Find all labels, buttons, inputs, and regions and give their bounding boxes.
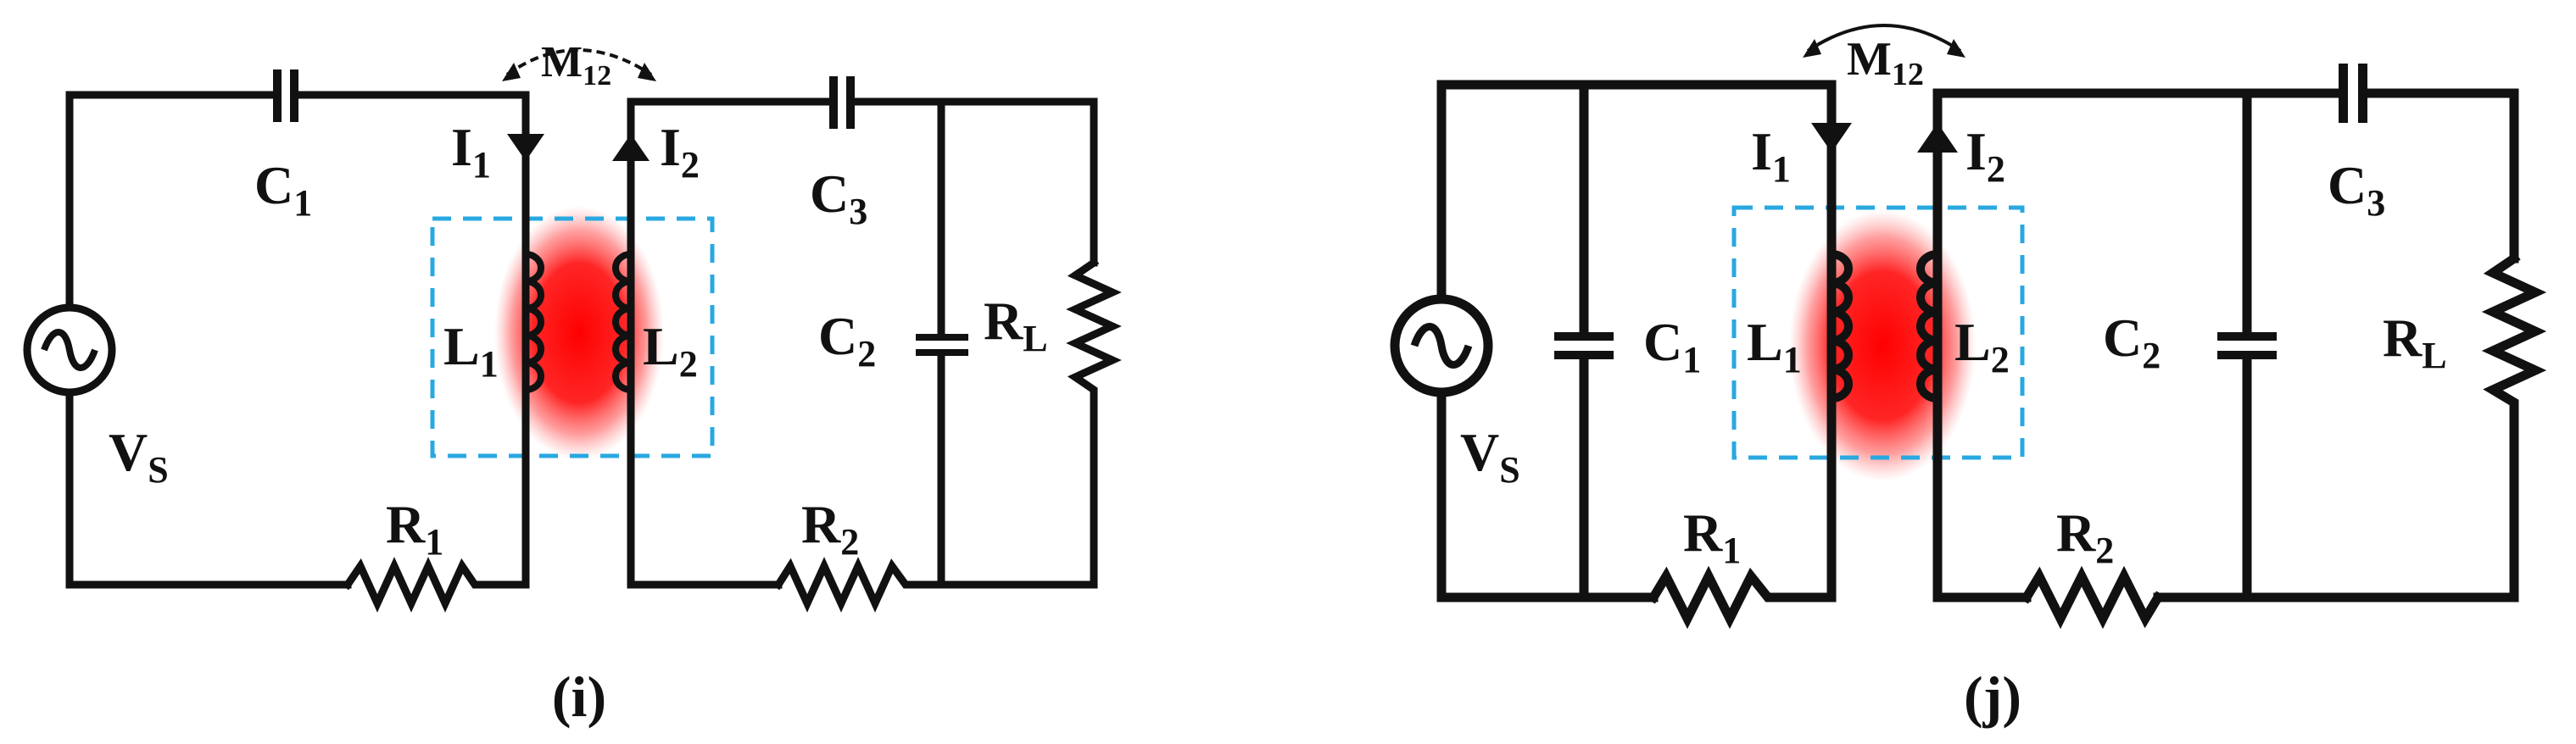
label-l1: L1	[443, 316, 499, 385]
label-i2: I2	[1965, 121, 2005, 190]
coupling-box	[430, 216, 715, 458]
label-vs: VS	[109, 422, 169, 491]
label-c2: C2	[2103, 308, 2161, 376]
mutual-arrow-left-icon	[502, 63, 521, 81]
label-c3: C3	[810, 164, 867, 232]
label-i2: I2	[660, 117, 700, 186]
label-rl: RL	[984, 291, 1048, 359]
resistor-r2	[2020, 565, 2165, 630]
inductor-l1-icon	[521, 250, 544, 394]
coupling-box	[1731, 205, 2025, 460]
label-l2: L2	[1954, 312, 2010, 380]
diagram-i: M12 I1 I2 C1 C3 C2 RL L1 L2 VS R1 R2 (i)	[23, 38, 1122, 729]
label-l1: L1	[1747, 312, 1802, 380]
label-rl: RL	[2383, 308, 2447, 376]
mutual-arrow-right-icon	[638, 63, 656, 81]
current-arrow-i2-icon	[1917, 123, 1958, 153]
coupling-glow	[494, 206, 664, 460]
label-vs: VS	[1460, 422, 1520, 491]
caption-j: (j)	[1964, 664, 2021, 729]
label-c2: C2	[818, 306, 876, 375]
capacitor-c1	[1554, 332, 1614, 359]
label-c3: C3	[2328, 155, 2385, 224]
secondary-loop-wires	[627, 97, 1098, 589]
capacitor-c3	[2339, 64, 2367, 123]
ac-source-icon	[23, 303, 116, 397]
label-m12: M12	[541, 38, 611, 92]
label-r2: R2	[801, 494, 859, 563]
resistor-r2	[772, 557, 922, 613]
current-arrow-i1-icon	[1811, 123, 1852, 153]
resistor-r1	[342, 557, 492, 613]
diagram-j: M12 I1 I2 C3 C1 L1 L2 C2 RL VS R1 R2 (j)	[1390, 24, 2547, 729]
mutual-arrow-right-icon	[1947, 39, 1965, 58]
capacitor-c2	[916, 334, 968, 356]
inductor-l2-icon	[1916, 249, 1943, 403]
secondary-loop-wires	[1932, 88, 2519, 602]
label-m12: M12	[1847, 33, 1924, 92]
current-arrow-i1-icon	[507, 134, 544, 161]
capacitor-c2	[2217, 332, 2277, 359]
inductor-l1-icon	[1826, 249, 1853, 403]
label-c1: C1	[1643, 312, 1701, 380]
resistor-rl	[2481, 252, 2547, 412]
capacitor-c3	[829, 76, 855, 129]
resistor-r1	[1647, 565, 1786, 630]
label-l2: L2	[643, 316, 698, 385]
mutual-arrow-left-icon	[1803, 39, 1821, 58]
mutual-arc	[1806, 24, 1962, 53]
coupling-glow	[1789, 210, 1976, 481]
label-i1: I1	[1751, 121, 1791, 190]
label-r2: R2	[2056, 502, 2114, 571]
label-r1: R1	[386, 494, 443, 563]
resistor-rl	[1066, 257, 1122, 403]
inductor-l2-icon	[612, 250, 635, 394]
label-c1: C1	[254, 155, 312, 224]
capacitor-c1	[273, 69, 298, 122]
mutual-arc	[505, 48, 653, 76]
ac-source-icon	[1390, 294, 1493, 397]
label-i1: I1	[451, 117, 491, 186]
caption-i: (i)	[552, 664, 606, 729]
label-r1: R1	[1683, 502, 1741, 571]
current-arrow-i2-icon	[612, 134, 650, 161]
